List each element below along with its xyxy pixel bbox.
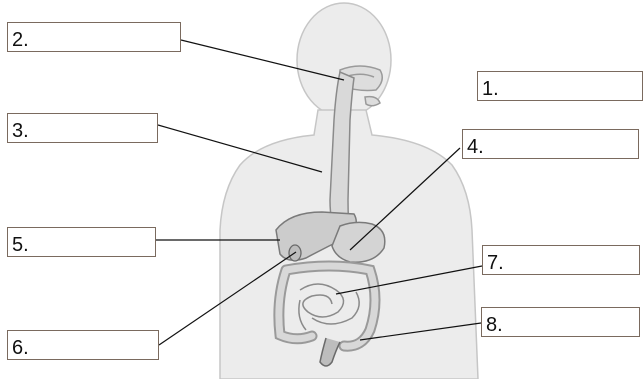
label-box-1[interactable]: 1. [477,71,643,101]
label-text-3: 3. [12,121,29,141]
label-box-2[interactable]: 2. [7,22,181,52]
label-box-3[interactable]: 3. [7,113,158,143]
label-text-5: 5. [12,235,29,255]
label-text-1: 1. [482,79,499,99]
label-text-2: 2. [12,30,29,50]
label-box-7[interactable]: 7. [482,245,640,275]
label-box-5[interactable]: 5. [7,227,156,257]
label-text-7: 7. [487,253,504,273]
label-box-4[interactable]: 4. [462,129,639,159]
label-box-8[interactable]: 8. [481,307,640,337]
label-text-6: 6. [12,338,29,358]
label-box-6[interactable]: 6. [7,330,159,360]
label-text-8: 8. [486,315,503,335]
label-text-4: 4. [467,137,484,157]
